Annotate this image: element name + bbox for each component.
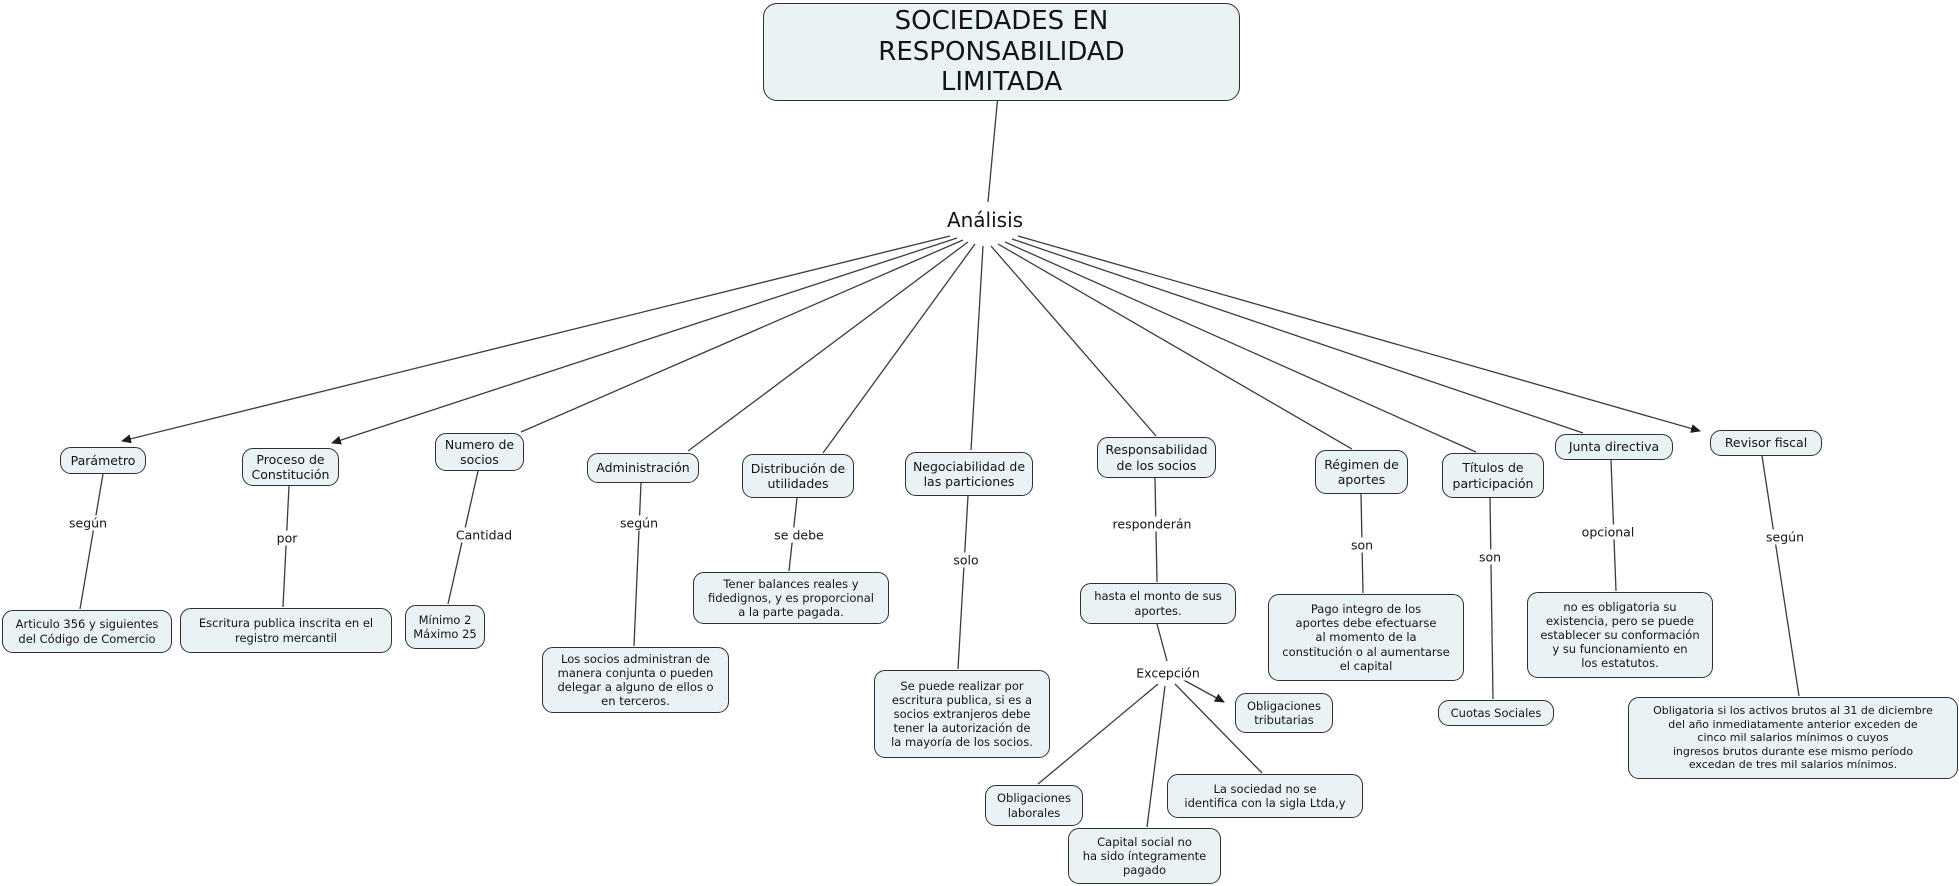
node-responsabilidad-socios[interactable]: Responsabilidad de los socios — [1097, 437, 1216, 478]
node-analisis[interactable]: Análisis — [946, 208, 1024, 232]
node-administracion[interactable]: Administración — [587, 453, 699, 483]
node-proceso-constitucion[interactable]: Proceso de Constitución — [242, 448, 339, 486]
edge-label-cantidad[interactable]: Cantidad — [452, 527, 516, 543]
edge-label-segun-administracion[interactable]: según — [617, 515, 661, 531]
edge-label-se-debe[interactable]: se debe — [771, 527, 827, 543]
leaf-sociedad-sigla-ltda[interactable]: La sociedad no se identifica con la sigl… — [1167, 774, 1363, 818]
node-distribucion-utilidades[interactable]: Distribución de utilidades — [742, 454, 854, 498]
edge-label-por[interactable]: por — [273, 530, 301, 546]
node-numero-socios[interactable]: Numero de socios — [435, 433, 524, 471]
edge-label-responderan[interactable]: responderán — [1109, 516, 1195, 532]
leaf-obligaciones-tributarias[interactable]: Obligaciones tributarias — [1235, 693, 1333, 733]
node-parametro[interactable]: Parámetro — [60, 447, 146, 474]
edge-label-segun-parametro[interactable]: según — [66, 515, 110, 531]
leaf-no-obligatoria[interactable]: no es obligatoria su existencia, pero se… — [1527, 592, 1713, 678]
leaf-articulo-356[interactable]: Articulo 356 y siguientes del Código de … — [2, 610, 172, 653]
edge-label-segun-revisor[interactable]: según — [1763, 529, 1807, 545]
leaf-obligaciones-laborales[interactable]: Obligaciones laborales — [985, 785, 1083, 826]
leaf-obligatoria-activos[interactable]: Obligatoria si los activos brutos al 31 … — [1628, 697, 1958, 779]
edge-label-son-titulos[interactable]: son — [1475, 549, 1505, 565]
edge-label-opcional[interactable]: opcional — [1578, 524, 1638, 540]
leaf-pago-integro[interactable]: Pago integro de los aportes debe efectua… — [1268, 594, 1464, 681]
leaf-escritura-publica[interactable]: Escritura publica inscrita en el registr… — [180, 608, 392, 653]
node-regimen-aportes[interactable]: Régimen de aportes — [1315, 450, 1408, 494]
edge-label-son-regimen[interactable]: son — [1347, 537, 1377, 553]
edge-label-excepcion[interactable]: Excepción — [1133, 665, 1203, 681]
edge-label-solo[interactable]: solo — [950, 552, 982, 568]
leaf-escritura-extranjeros[interactable]: Se puede realizar por escritura publica,… — [874, 670, 1050, 758]
leaf-hasta-el-monto[interactable]: hasta el monto de sus aportes. — [1080, 583, 1236, 624]
leaf-capital-no-pagado[interactable]: Capital social no ha sido íntegramente p… — [1068, 828, 1221, 884]
node-negociabilidad[interactable]: Negociabilidad de las particiones — [905, 452, 1033, 496]
leaf-cuotas-sociales[interactable]: Cuotas Sociales — [1438, 700, 1554, 726]
node-title[interactable]: SOCIEDADES EN RESPONSABILIDAD LIMITADA — [763, 3, 1240, 102]
leaf-socios-administran[interactable]: Los socios administran de manera conjunt… — [542, 647, 729, 713]
leaf-tener-balances[interactable]: Tener balances reales y fidedignos, y es… — [693, 572, 889, 624]
leaf-minimo-maximo[interactable]: Mínimo 2 Máximo 25 — [405, 605, 485, 649]
node-revisor-fiscal[interactable]: Revisor fiscal — [1710, 430, 1822, 456]
node-titulos-participacion[interactable]: Títulos de participación — [1442, 453, 1544, 498]
node-junta-directiva[interactable]: Junta directiva — [1555, 434, 1673, 460]
